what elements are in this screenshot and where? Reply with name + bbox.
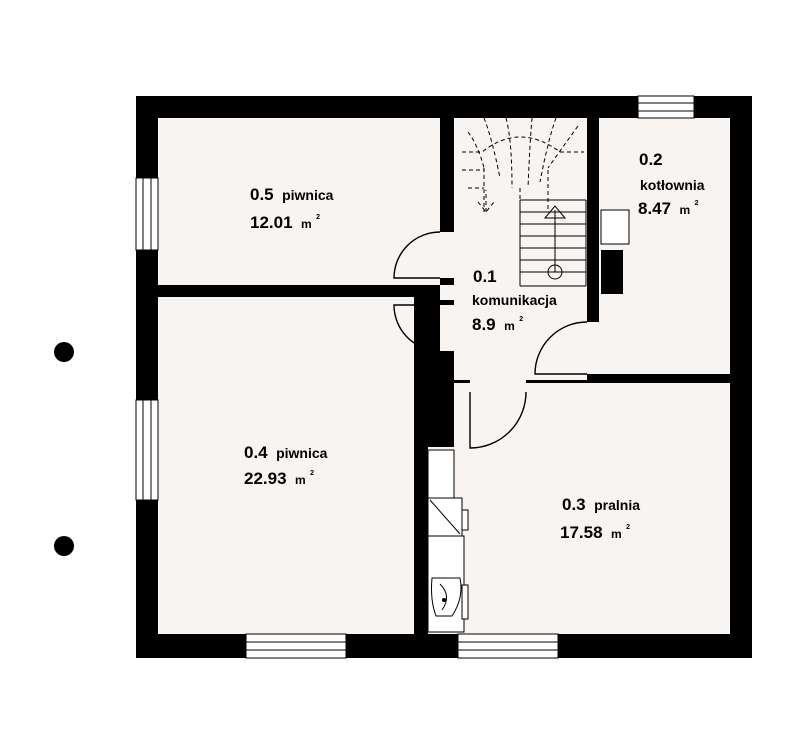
area-unit: m xyxy=(504,319,515,333)
svg-text:8.47 m 2: 8.47 m 2 xyxy=(638,199,699,218)
room-03-floor[interactable] xyxy=(428,383,730,634)
svg-text:12.01 m 2: 12.01 m 2 xyxy=(250,213,320,232)
room-05-floor[interactable] xyxy=(158,118,440,285)
door-gap-03 xyxy=(470,380,526,392)
room-area: 12.01 xyxy=(250,213,293,232)
sink-icon xyxy=(431,577,469,620)
room-name: piwnica xyxy=(276,445,328,461)
room-04-floor[interactable] xyxy=(158,297,414,634)
window-bottom-left xyxy=(245,633,347,659)
door-swing-03[interactable] xyxy=(469,391,527,449)
chimney-block xyxy=(601,250,623,294)
room-label-04: 0.4 piwnica 22.93 m 2 xyxy=(244,443,328,488)
room-area: 8.47 xyxy=(638,199,671,218)
area-unit-superscript: 2 xyxy=(316,214,320,221)
svg-text:komunikacja: komunikacja xyxy=(472,292,557,308)
door-swing-02[interactable] xyxy=(534,321,588,375)
area-unit-superscript: 2 xyxy=(519,316,523,323)
room-area: 22.93 xyxy=(244,469,287,488)
window-top-right xyxy=(637,95,695,119)
room-number: 0.1 xyxy=(473,267,497,286)
room-area: 8.9 xyxy=(472,315,496,334)
marker-dot-lower xyxy=(54,536,74,556)
area-unit: m xyxy=(611,527,622,541)
room-01-floor[interactable] xyxy=(440,118,587,380)
boiler-unit xyxy=(600,209,630,245)
area-unit: m xyxy=(301,217,312,231)
door-swing-05[interactable] xyxy=(393,231,441,279)
svg-text:8.9 m 2: 8.9 m 2 xyxy=(472,315,523,334)
svg-text:17.58 m 2: 17.58 m 2 xyxy=(560,523,630,542)
room-area: 17.58 xyxy=(560,523,603,542)
door-gap-05 xyxy=(440,232,454,278)
staircase xyxy=(462,117,587,287)
window-bottom-right xyxy=(457,633,559,659)
room-name: komunikacja xyxy=(472,292,557,308)
svg-text:0.1: 0.1 xyxy=(473,267,497,286)
room-number: 0.2 xyxy=(639,150,663,169)
svg-text:0.3 pralnia: 0.3 pralnia xyxy=(562,495,640,514)
room-name: kotłownia xyxy=(640,177,705,193)
area-unit-superscript: 2 xyxy=(626,524,630,531)
area-unit-superscript: 2 xyxy=(695,200,699,207)
room-label-03: 0.3 pralnia 17.58 m 2 xyxy=(560,495,640,542)
room-number: 0.4 xyxy=(244,443,268,462)
svg-text:kotłownia: kotłownia xyxy=(640,177,705,193)
room-name: piwnica xyxy=(282,187,334,203)
area-unit-superscript: 2 xyxy=(310,470,314,477)
room-name: pralnia xyxy=(594,497,640,513)
room-label-01: 0.1 komunikacja 8.9 m 2 xyxy=(472,267,557,334)
room-number: 0.3 xyxy=(562,495,586,514)
area-unit: m xyxy=(680,203,691,217)
svg-text:0.5 piwnica: 0.5 piwnica xyxy=(250,185,334,204)
marker-dot-upper xyxy=(54,342,74,362)
room-02-floor[interactable] xyxy=(599,118,730,374)
window-left-lower xyxy=(135,399,159,501)
window-left-upper xyxy=(135,177,159,251)
door-gap-02 xyxy=(587,322,599,374)
area-unit: m xyxy=(295,473,306,487)
svg-text:0.4 piwnica: 0.4 piwnica xyxy=(244,443,328,462)
door-swing-04[interactable] xyxy=(393,304,441,352)
svg-text:22.93 m 2: 22.93 m 2 xyxy=(244,469,314,488)
room-number: 0.5 xyxy=(250,185,274,204)
room-label-05: 0.5 piwnica 12.01 m 2 xyxy=(250,185,334,232)
room-label-02: 0.2 kotłownia 8.47 m 2 xyxy=(638,150,705,218)
svg-text:0.2: 0.2 xyxy=(639,150,663,169)
door-gap-04 xyxy=(440,305,454,351)
